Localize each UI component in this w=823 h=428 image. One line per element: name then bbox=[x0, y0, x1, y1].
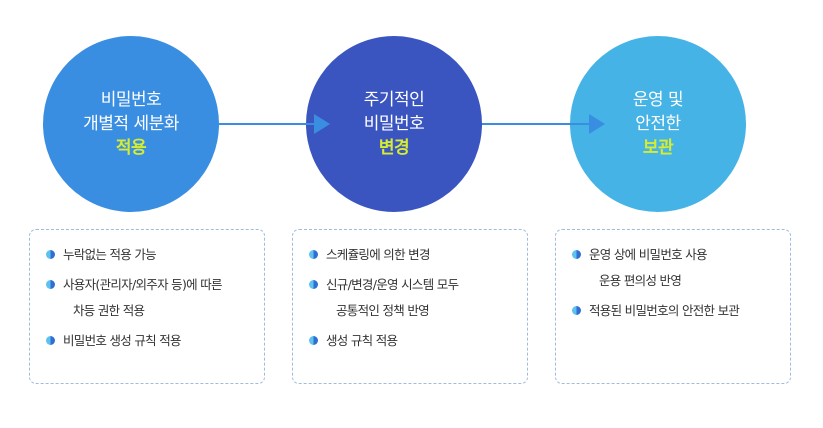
item-text: 누락없는 적용 가능 bbox=[63, 247, 157, 262]
item-text: 비밀번호 생성 규칙 적용 bbox=[63, 333, 182, 348]
step-2-circle: 주기적인 비밀번호 변경 bbox=[306, 36, 482, 212]
item-text-continued: 운용 편의성 반영 bbox=[599, 273, 682, 288]
bullet-icon bbox=[46, 336, 55, 345]
list-item: 적용된 비밀번호의 안전한 보관 bbox=[572, 302, 776, 320]
bullet-icon bbox=[46, 250, 55, 259]
item-text: 생성 규칙 적용 bbox=[326, 333, 398, 348]
arrow-head bbox=[589, 114, 605, 134]
list-item: 사용자(관리자/외주자 등)에 따른 차등 권한 적용 bbox=[46, 276, 250, 320]
step-3-highlight: 보관 bbox=[642, 138, 674, 158]
arrow-shaft bbox=[482, 123, 589, 125]
bullet-icon bbox=[572, 306, 581, 315]
step-2-highlight: 변경 bbox=[378, 138, 410, 158]
step-3-title-line-1: 운영 및 bbox=[632, 90, 684, 110]
step-3-title-line-2: 안전한 bbox=[635, 114, 681, 134]
item-text: 운영 상에 비밀번호 사용 bbox=[589, 247, 708, 262]
list-item: 생성 규칙 적용 bbox=[309, 332, 513, 350]
arrow-right-icon bbox=[482, 114, 605, 134]
step-1-details: 누락없는 적용 가능 사용자(관리자/외주자 등)에 따른 차등 권한 적용 비… bbox=[29, 229, 265, 384]
step-1-circle: 비밀번호 개별적 세분화 적용 bbox=[43, 36, 219, 212]
list-item: 비밀번호 생성 규칙 적용 bbox=[46, 332, 250, 350]
arrow-right-icon bbox=[219, 114, 330, 134]
list-item: 신규/변경/운영 시스템 모두 공통적인 정책 반영 bbox=[309, 276, 513, 320]
bullet-icon bbox=[572, 250, 581, 259]
list-item: 운영 상에 비밀번호 사용 운용 편의성 반영 bbox=[572, 246, 776, 290]
item-text: 스케쥴링에 의한 변경 bbox=[326, 247, 430, 262]
list-item: 스케쥴링에 의한 변경 bbox=[309, 246, 513, 264]
step-2-title-line-1: 주기적인 bbox=[363, 90, 425, 110]
bullet-icon bbox=[46, 280, 55, 289]
step-1-title-line-2: 개별적 세분화 bbox=[83, 114, 179, 134]
item-text: 적용된 비밀번호의 안전한 보관 bbox=[589, 303, 740, 318]
list-item: 누락없는 적용 가능 bbox=[46, 246, 250, 264]
item-text: 신규/변경/운영 시스템 모두 bbox=[326, 277, 459, 292]
step-3-details: 운영 상에 비밀번호 사용 운용 편의성 반영 적용된 비밀번호의 안전한 보관 bbox=[555, 229, 791, 384]
item-text-continued: 공통적인 정책 반영 bbox=[336, 303, 430, 318]
step-1-title-line-1: 비밀번호 bbox=[100, 90, 162, 110]
step-2-title-line-2: 비밀번호 bbox=[363, 114, 425, 134]
item-text-continued: 차등 권한 적용 bbox=[73, 303, 145, 318]
step-2-details: 스케쥴링에 의한 변경 신규/변경/운영 시스템 모두 공통적인 정책 반영 생… bbox=[292, 229, 528, 384]
item-text: 사용자(관리자/외주자 등)에 따른 bbox=[63, 277, 223, 292]
bullet-icon bbox=[309, 280, 318, 289]
arrow-shaft bbox=[219, 123, 314, 125]
step-1-highlight: 적용 bbox=[115, 138, 147, 158]
arrow-head bbox=[314, 114, 330, 134]
bullet-icon bbox=[309, 250, 318, 259]
bullet-icon bbox=[309, 336, 318, 345]
